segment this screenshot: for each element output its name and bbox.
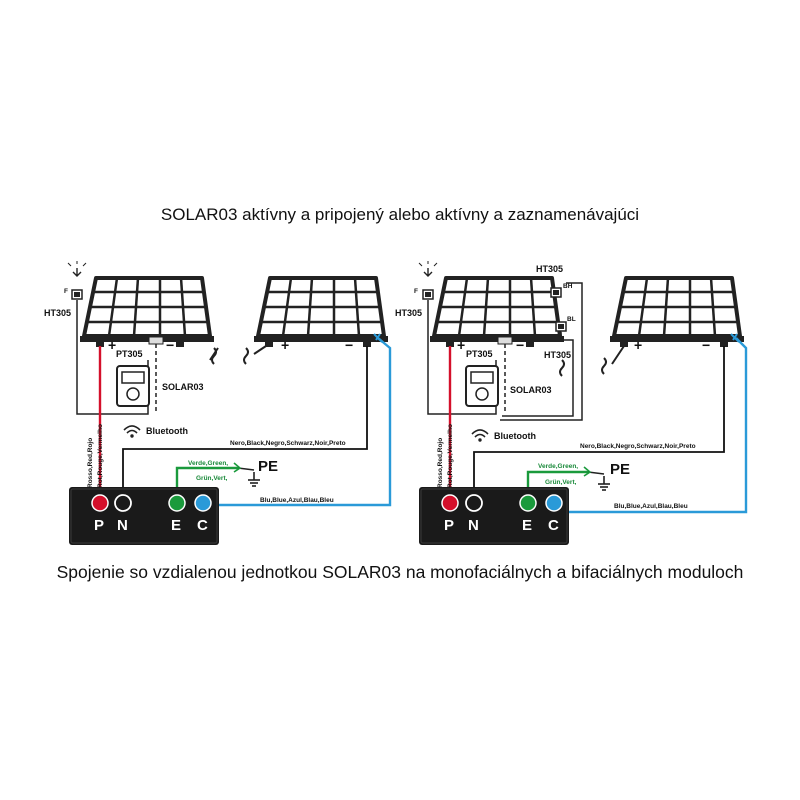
plus-label: + <box>281 337 289 353</box>
terminal-e[interactable] <box>519 494 537 512</box>
terminal-n[interactable] <box>114 494 132 512</box>
green-wire-label: Verde,Green, <box>538 463 578 470</box>
red-wire-label: Rosso,Red,Rojo <box>87 438 94 488</box>
green-wire-label: Verde,Green, <box>188 460 228 467</box>
solar03-label: SOLAR03 <box>510 385 552 395</box>
terminal-c[interactable] <box>194 494 212 512</box>
terminal-c-label: C <box>548 517 559 534</box>
minus-label: − <box>166 337 174 353</box>
cable-squiggle-icon <box>559 359 565 377</box>
red-wire-label-2: Rot,Rouge,Vermelho <box>97 424 104 488</box>
bluetooth-label: Bluetooth <box>146 426 188 436</box>
ht305-label: HT305 <box>536 264 563 274</box>
black-wire-label: Nero,Black,Negro,Schwarz,Noir,Preto <box>230 440 346 447</box>
terminal-c-label: C <box>197 517 208 534</box>
f-label: F <box>414 288 418 295</box>
f-label: F <box>64 288 68 295</box>
minus-label: − <box>516 337 524 353</box>
left-diagram: + − + − F HT305 PT305 SOLAR03 Bluetooth … <box>44 261 392 546</box>
plus-label: + <box>108 337 116 353</box>
ground-icon <box>597 475 611 491</box>
bh-label: BH <box>563 283 573 290</box>
terminal-e-label: E <box>171 517 181 534</box>
green-wire-label-2: Grün,Vert, <box>196 475 228 482</box>
bluetooth-label: Bluetooth <box>494 431 536 441</box>
cable-squiggle-icon <box>243 347 249 365</box>
bottom-caption: Spojenie so vzdialenou jednotkou SOLAR03… <box>56 562 744 582</box>
terminal-e-label: E <box>522 517 532 534</box>
blue-wire-label: Blu,Blue,Azul,Blau,Bleu <box>614 503 688 510</box>
top-caption: SOLAR03 aktívny a pripojený alebo aktívn… <box>160 205 640 224</box>
solar03-label: SOLAR03 <box>162 382 204 392</box>
minus-label: − <box>702 337 710 353</box>
bl-label: BL <box>567 316 576 323</box>
terminal-p-label: P <box>94 517 104 534</box>
pt305-label: PT305 <box>116 349 143 359</box>
terminal-n-label: N <box>468 517 479 534</box>
pe-label: PE <box>610 461 630 478</box>
solar-panel-right-2 <box>608 276 746 344</box>
ht305-label: HT305 <box>44 308 71 318</box>
cable-squiggle-icon <box>601 357 607 375</box>
solar-panel-left-2 <box>252 276 390 344</box>
pt305-label: PT305 <box>466 349 493 359</box>
terminal-n-label: N <box>117 517 128 534</box>
plus-label: + <box>457 337 465 353</box>
solar03-device-icon <box>116 365 150 407</box>
blue-wire-label: Blu,Blue,Azul,Blau,Bleu <box>260 497 334 504</box>
red-wire-label: Rosso,Red,Rojo <box>437 438 444 488</box>
bluetooth-icon <box>471 429 489 443</box>
minus-label: − <box>345 337 353 353</box>
irradiance-sensor-bl-icon <box>555 321 567 332</box>
green-wire-label-2: Grün,Vert, <box>545 479 577 486</box>
ht305-label: HT305 <box>395 308 422 318</box>
right-diagram: + − + − F HT305 HT305 BH BL HT305 PT305 … <box>395 261 748 546</box>
solar03-device-icon <box>465 365 499 407</box>
bluetooth-icon <box>123 425 141 439</box>
ht305-label: HT305 <box>544 350 571 360</box>
terminal-e[interactable] <box>168 494 186 512</box>
irradiance-sensor-icon <box>422 289 434 300</box>
terminal-p[interactable] <box>441 494 459 512</box>
terminal-p-label: P <box>444 517 454 534</box>
terminal-c[interactable] <box>545 494 563 512</box>
red-wire-label-2: Rot,Rouge,Vermelho <box>447 424 454 488</box>
terminal-p[interactable] <box>91 494 109 512</box>
meter-body <box>418 486 570 546</box>
irradiance-sensor-icon <box>71 289 83 300</box>
solar-panel-right-1 <box>428 276 566 344</box>
meter-body <box>68 486 220 546</box>
terminal-n[interactable] <box>465 494 483 512</box>
black-wire-label: Nero,Black,Negro,Schwarz,Noir,Preto <box>580 443 696 450</box>
pe-label: PE <box>258 458 278 475</box>
plus-label: + <box>634 337 642 353</box>
solar-panel-left-1 <box>78 276 216 344</box>
irradiance-sensor-bh-icon <box>550 287 562 298</box>
